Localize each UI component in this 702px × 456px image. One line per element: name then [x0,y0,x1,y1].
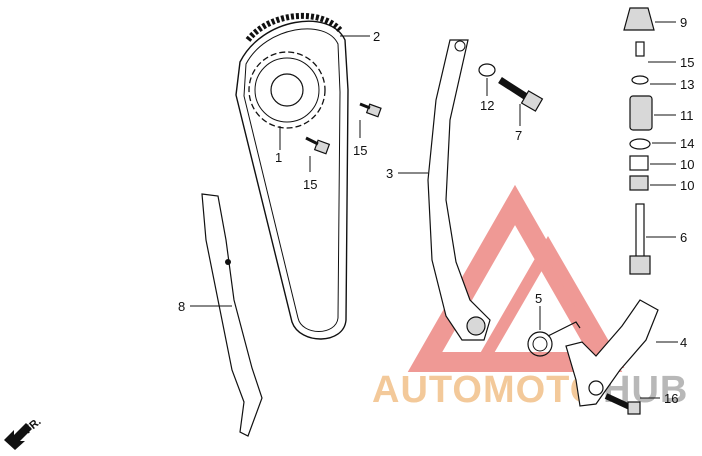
callout-11: 11 [680,108,694,123]
callout-16: 16 [664,391,678,406]
pivot-washer [478,63,496,77]
leader-lines [190,21,678,399]
tensioner-arm [565,299,659,407]
callout-15-upper: 15 [353,143,367,158]
callout-3: 3 [386,166,393,181]
front-direction-indicator: FR. [4,416,44,450]
tensioner-slipper [427,39,491,341]
callout-13: 13 [680,77,694,92]
chain-guide [201,193,263,437]
callout-5: 5 [535,291,542,306]
callout-9: 9 [680,15,687,30]
cam-chain [235,12,349,340]
callout-10-lower: 10 [680,178,694,193]
pivot-bolt [498,77,544,112]
cam-sprocket [248,51,326,129]
callout-2: 2 [373,29,380,44]
watermark-text: AUTOMOTO [372,369,600,411]
callout-8: 8 [178,299,185,314]
direction-arrow-icon [4,423,32,450]
callout-10-upper: 10 [680,157,694,172]
callout-1: 1 [275,150,282,165]
callout-labels: 2 1 15 15 3 8 12 7 9 15 13 11 14 10 10 6… [178,15,694,406]
callout-15-lower: 15 [303,177,317,192]
callout-14: 14 [680,136,694,151]
sprocket-bolt [359,102,382,118]
tensioner-stack [623,7,655,275]
tensioner-spring [527,321,581,357]
callout-15-right: 15 [680,55,694,70]
callout-7: 7 [515,128,522,143]
sprocket-bolt-lower [305,136,331,155]
arm-bolt [604,393,641,415]
callout-6: 6 [680,230,687,245]
callout-12: 12 [480,98,494,113]
callout-4: 4 [680,335,687,350]
watermark-logo [407,184,625,372]
